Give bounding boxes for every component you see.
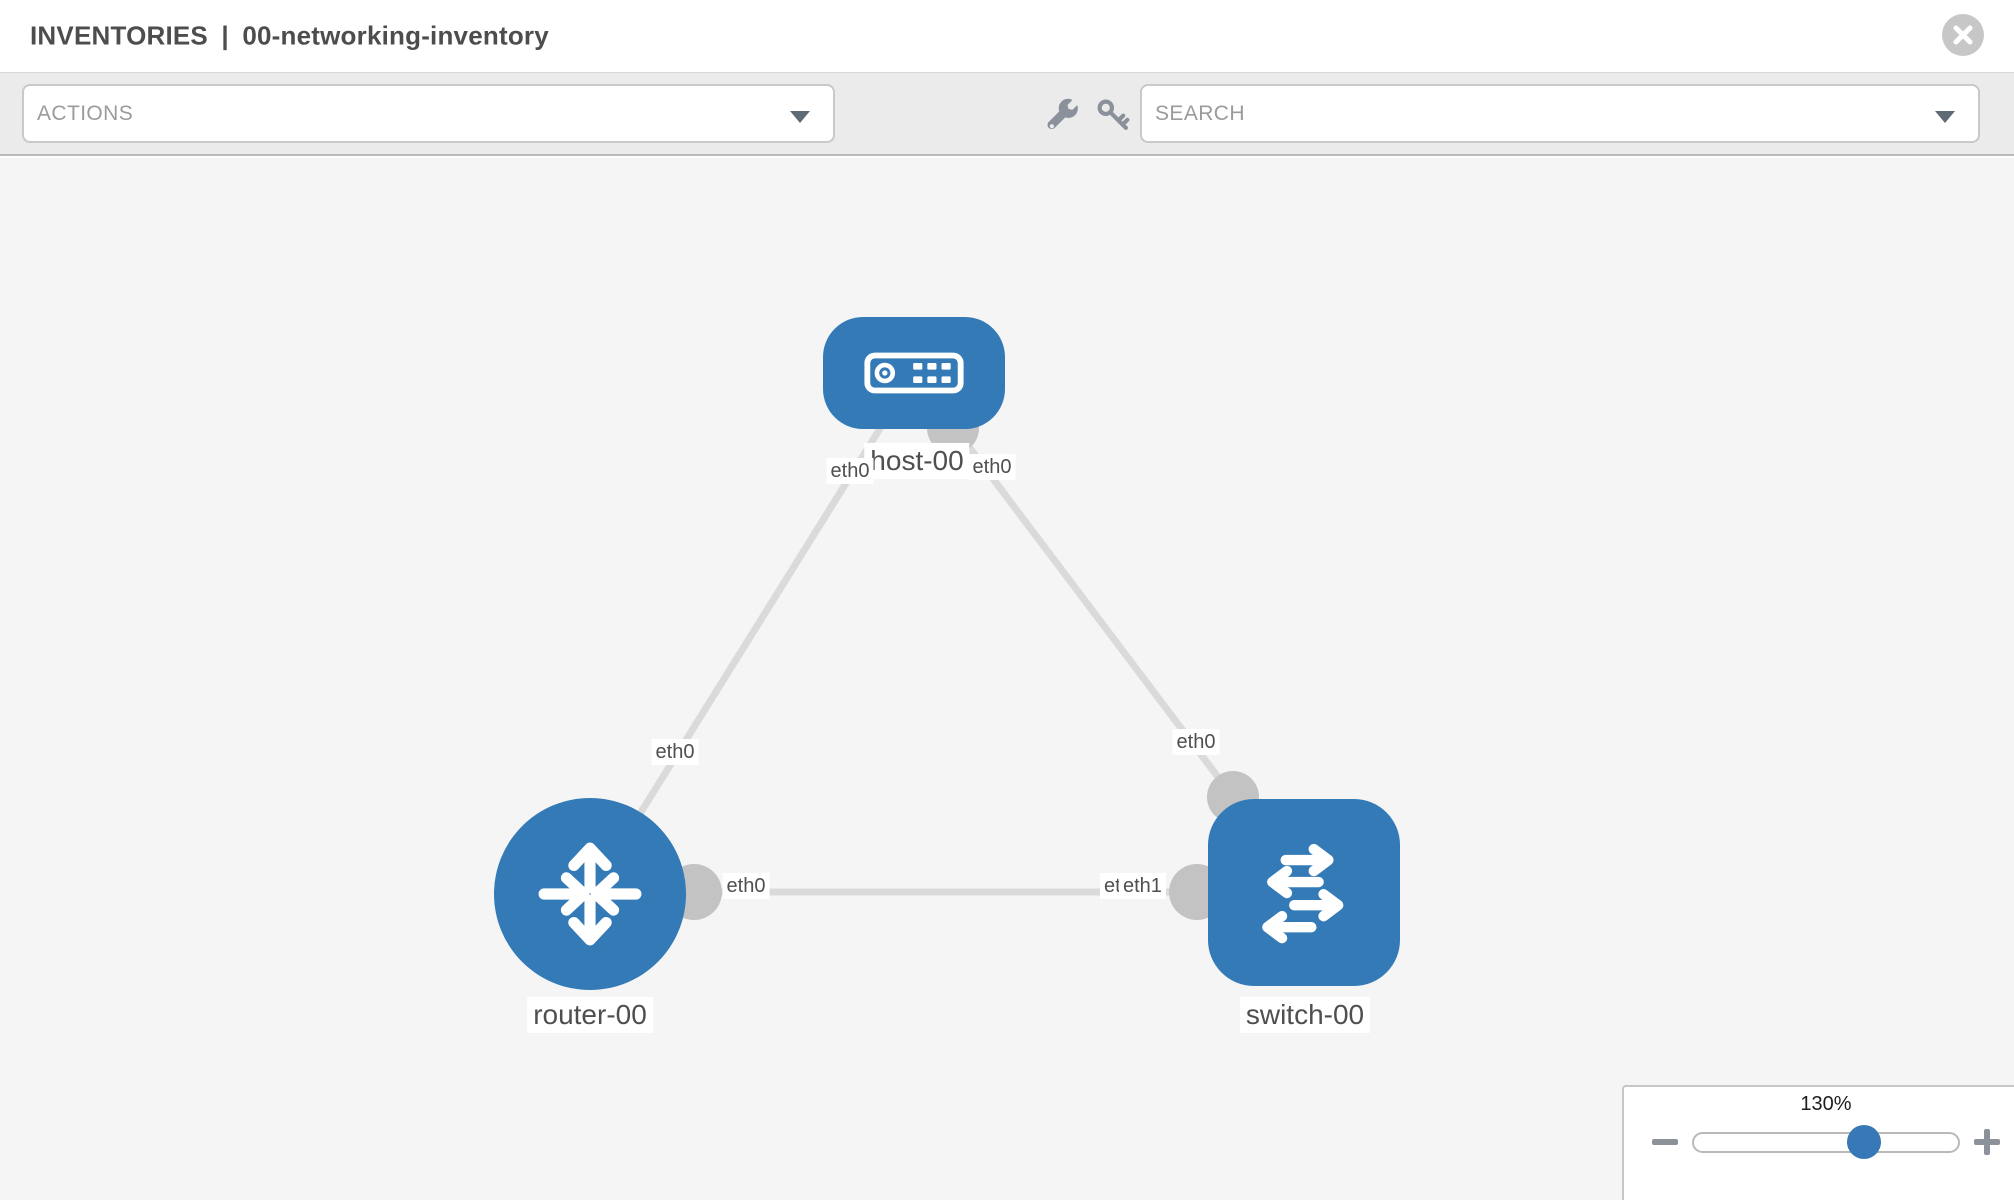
interface-label-router-top: eth0 <box>651 739 699 765</box>
interface-label-host-right: eth0 <box>968 454 1016 480</box>
topology-links <box>587 371 1300 896</box>
header: INVENTORIES | 00-networking-inventory <box>0 0 2014 72</box>
page-title: INVENTORIES | 00-networking-inventory <box>30 21 555 52</box>
wrench-icon <box>1047 98 1079 130</box>
toolbar: ACTIONS SEARCH <box>0 72 2014 156</box>
zoom-level-value: 130% <box>1800 1093 1852 1115</box>
credentials-button[interactable] <box>1091 73 1135 157</box>
node-label-host-00: host-00 <box>864 442 970 480</box>
host-icon <box>864 352 964 394</box>
interface-label-switch-top: eth0 <box>1172 729 1220 755</box>
actions-dropdown-label: ACTIONS <box>37 101 134 125</box>
chevron-down-icon <box>790 110 810 123</box>
actions-dropdown[interactable]: ACTIONS <box>22 84 835 143</box>
interface-label-host-left: eth0 <box>826 458 874 484</box>
zoom-out-button[interactable] <box>1648 1125 1682 1159</box>
node-host-00[interactable] <box>823 317 1005 429</box>
plus-icon <box>1974 1129 2000 1155</box>
switch-icon <box>1262 843 1344 943</box>
node-label-router-00: router-00 <box>527 996 653 1034</box>
close-icon <box>1953 25 1973 45</box>
close-button[interactable] <box>1942 14 1984 56</box>
breadcrumb-separator: | <box>221 20 229 51</box>
key-icon <box>1097 99 1130 130</box>
breadcrumb-section: INVENTORIES <box>30 20 208 51</box>
search-dropdown[interactable]: SEARCH <box>1140 84 1980 143</box>
minus-icon <box>1652 1139 1678 1145</box>
zoom-slider-track[interactable] <box>1692 1132 1960 1153</box>
node-label-switch-00: switch-00 <box>1239 996 1371 1034</box>
router-icon <box>538 842 642 946</box>
zoom-control-panel: 130% <box>1622 1085 2014 1200</box>
interface-label-switch-left: eth1 <box>1119 873 1166 899</box>
zoom-in-button[interactable] <box>1970 1125 2004 1159</box>
inventory-name: 00-networking-inventory <box>242 20 549 51</box>
node-router-00[interactable] <box>494 798 686 990</box>
chevron-down-icon <box>1935 110 1955 123</box>
interface-label-router-right: eth0 <box>722 873 770 899</box>
search-dropdown-label: SEARCH <box>1155 101 1245 125</box>
zoom-slider-thumb[interactable] <box>1847 1125 1881 1159</box>
node-switch-00[interactable] <box>1208 799 1400 986</box>
configure-button[interactable] <box>1041 73 1085 157</box>
topology-canvas[interactable]: host-00 router-00 switch-00 eth0 eth0 et… <box>0 158 2014 1200</box>
